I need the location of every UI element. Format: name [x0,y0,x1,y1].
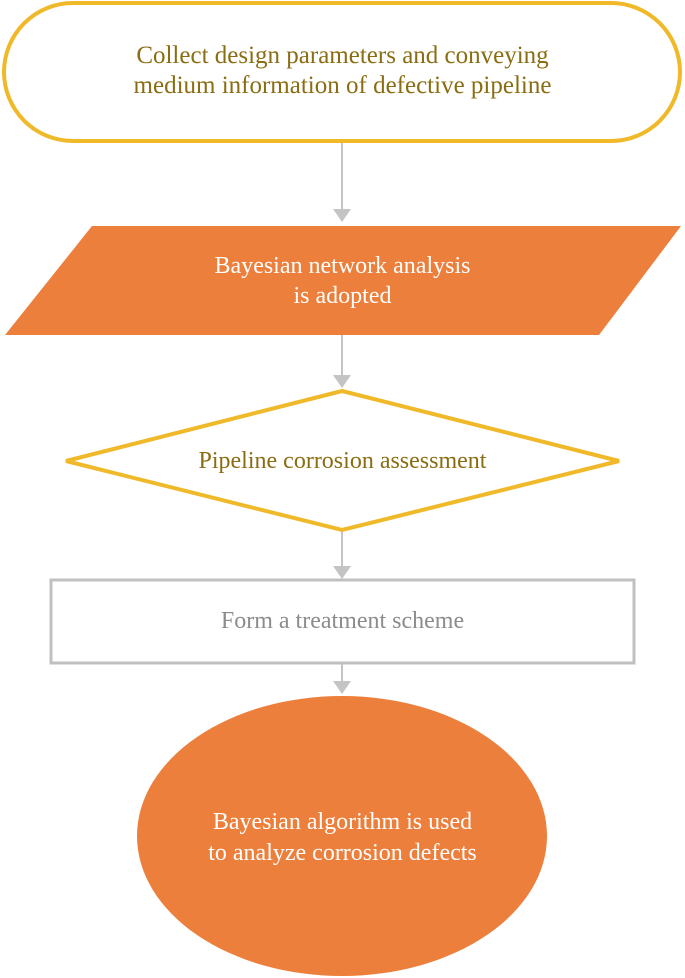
connector-3 [333,530,351,579]
start-terminator [2,1,682,143]
end-ellipse [137,696,547,976]
start-label-line1: Collect design parameters and conveying [136,42,549,69]
decision-label: Pipeline corrosion assessment [110,444,575,478]
connector-2 [333,335,351,388]
treatment-label: Form a treatment scheme [60,604,625,638]
analysis-parallelogram [5,226,681,335]
start-label: Collect design parameters and conveying … [20,38,665,104]
analysis-label: Bayesian network analysis is adopted [100,249,585,313]
decision-label-text: Pipeline corrosion assessment [198,448,487,474]
end-label: Bayesian algorithm is used to analyze co… [150,806,535,870]
treatment-box [49,578,636,665]
end-label-line1: Bayesian algorithm is used [212,809,473,835]
connector-4 [333,664,351,694]
decision-diamond [65,388,620,533]
analysis-label-line2: is adopted [293,283,392,309]
connector-1 [333,142,351,222]
end-label-line2: to analyze corrosion defects [208,840,477,866]
treatment-label-text: Form a treatment scheme [220,608,465,634]
analysis-label-line1: Bayesian network analysis [214,253,471,279]
start-label-line2: medium information of defective pipeline [133,72,552,99]
